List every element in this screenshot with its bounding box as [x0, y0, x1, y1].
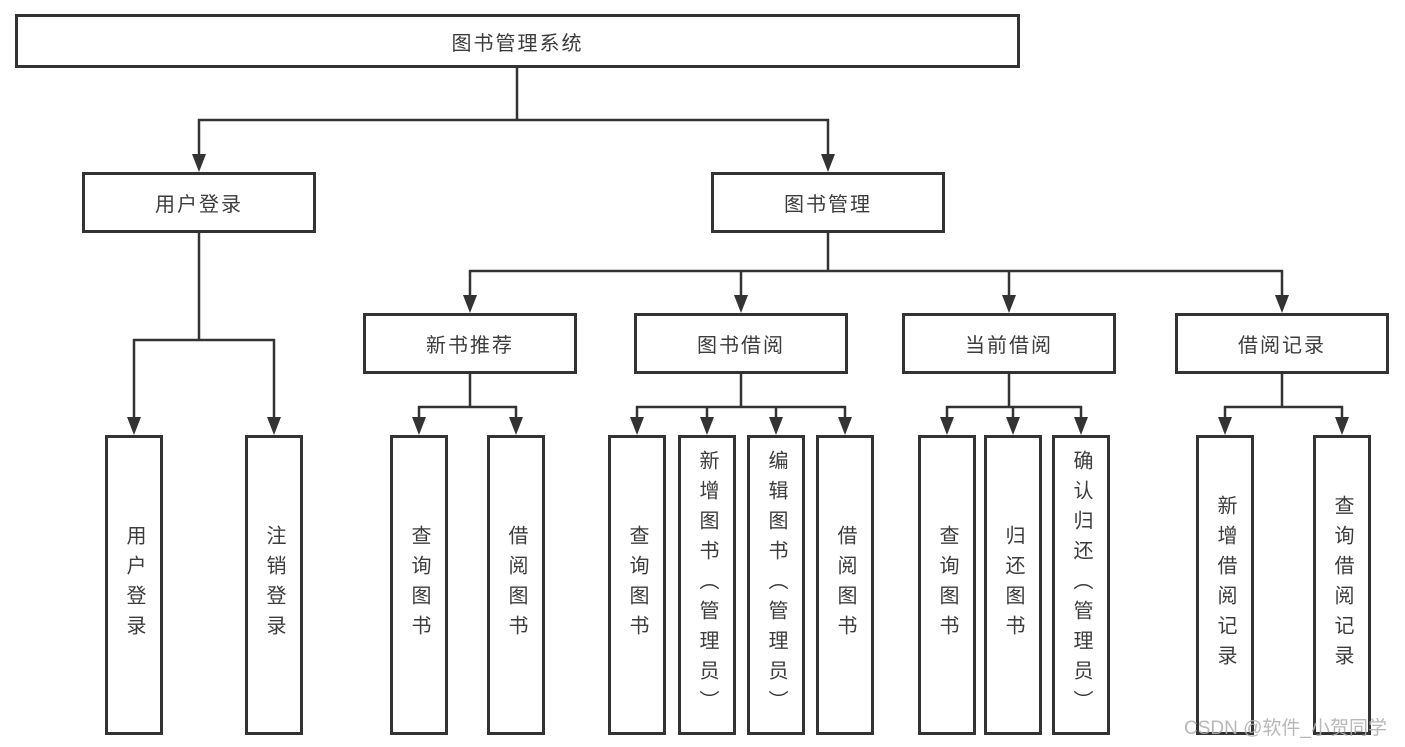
- leaf-borrow-books-recommend-label: 借阅图书: [505, 525, 527, 645]
- leaf-logout-login-label: 注销登录: [263, 525, 285, 645]
- node-book-management: 图书管理: [711, 172, 945, 233]
- leaf-query-borrow-record: 查询借阅记录: [1313, 435, 1371, 735]
- leaf-query-books-borrow-label: 查询图书: [626, 525, 648, 645]
- node-book-borrow-label: 图书借阅: [697, 335, 785, 357]
- leaf-add-books-admin-label: 新增图书（管理员）: [696, 450, 718, 720]
- node-current-borrow-label: 当前借阅: [965, 335, 1053, 357]
- node-new-book-recommend: 新书推荐: [363, 313, 577, 374]
- node-library-system-label: 图书管理系统: [451, 32, 584, 55]
- node-library-system: 图书管理系统: [15, 14, 1020, 68]
- leaf-add-borrow-record-label: 新增借阅记录: [1214, 495, 1236, 675]
- leaf-borrow-books-recommend: 借阅图书: [487, 435, 545, 735]
- leaf-borrow-books: 借阅图书: [816, 435, 874, 735]
- leaf-user-login-label: 用户登录: [123, 525, 145, 645]
- node-borrow-records: 借阅记录: [1175, 313, 1389, 374]
- leaf-edit-books-admin: 编辑图书（管理员）: [747, 435, 805, 735]
- leaf-query-books-recommend-label: 查询图书: [408, 525, 430, 645]
- leaf-borrow-books-label: 借阅图书: [834, 525, 856, 645]
- node-book-management-label: 图书管理: [784, 194, 872, 216]
- leaf-confirm-return-admin-label: 确认归还（管理员）: [1070, 450, 1092, 720]
- leaf-query-borrow-record-label: 查询借阅记录: [1331, 495, 1353, 675]
- node-book-borrow: 图书借阅: [634, 313, 848, 374]
- leaf-query-books-current-label: 查询图书: [936, 525, 958, 645]
- node-current-borrow: 当前借阅: [902, 313, 1116, 374]
- leaf-user-login: 用户登录: [105, 435, 163, 735]
- leaf-add-borrow-record: 新增借阅记录: [1196, 435, 1254, 735]
- node-user-login-label: 用户登录: [155, 194, 243, 216]
- leaf-edit-books-admin-label: 编辑图书（管理员）: [765, 450, 787, 720]
- leaf-query-books-current: 查询图书: [918, 435, 976, 735]
- leaf-return-books-label: 归还图书: [1002, 525, 1024, 645]
- leaf-query-books-recommend: 查询图书: [390, 435, 448, 735]
- leaf-logout-login: 注销登录: [245, 435, 303, 735]
- csdn-watermark: CSDN @软件_小贺同学: [1184, 718, 1387, 739]
- node-new-book-recommend-label: 新书推荐: [426, 335, 514, 357]
- leaf-confirm-return-admin: 确认归还（管理员）: [1052, 435, 1110, 735]
- leaf-return-books: 归还图书: [984, 435, 1042, 735]
- leaf-add-books-admin: 新增图书（管理员）: [678, 435, 736, 735]
- node-borrow-records-label: 借阅记录: [1238, 335, 1326, 357]
- leaf-query-books-borrow: 查询图书: [608, 435, 666, 735]
- node-user-login: 用户登录: [82, 172, 316, 233]
